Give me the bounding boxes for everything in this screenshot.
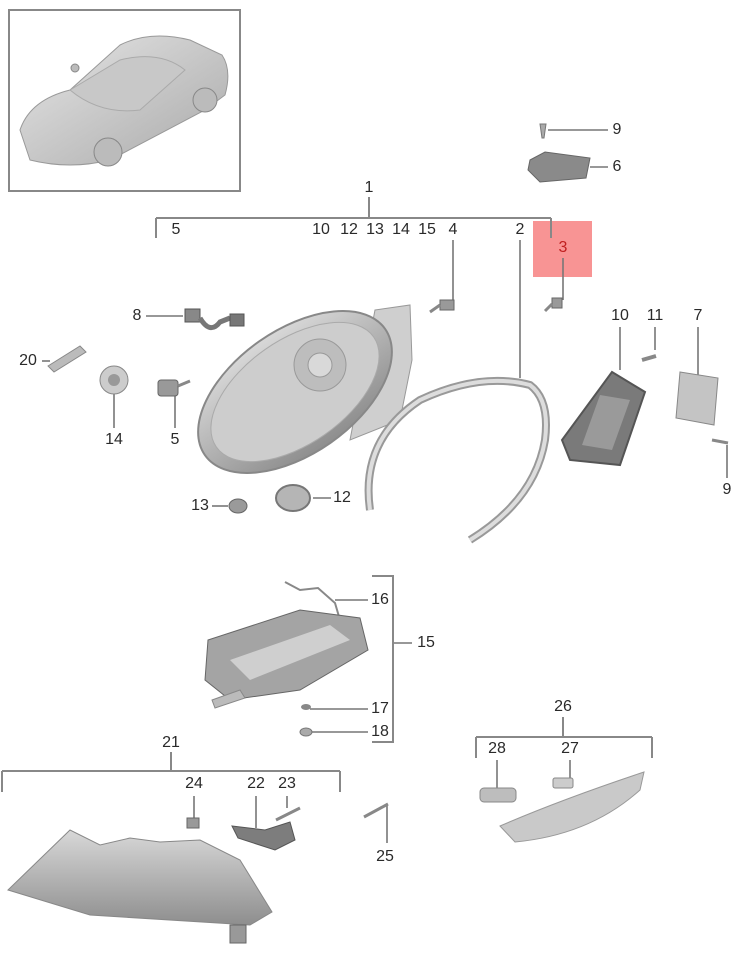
callout-2[interactable]: 2 [515,221,525,238]
bulb-28-icon [479,787,517,803]
bracket-15 [372,575,394,743]
callout-10[interactable]: 10 [312,221,330,238]
callout-27[interactable]: 27 [561,740,579,757]
bulb-4-icon [429,299,455,314]
side-marker-26-icon [499,771,645,843]
callout-1[interactable]: 1 [364,179,374,196]
screw-3-icon [543,297,563,313]
car-icon [19,35,229,167]
callout-24[interactable]: 24 [185,775,203,792]
callout-20[interactable]: 20 [19,352,37,369]
adjuster-frame-15-icon [204,581,369,709]
screw-9-top-icon [539,123,547,139]
callout-4[interactable]: 4 [448,221,458,238]
actuator-5-icon [157,379,191,397]
callout-15[interactable]: 15 [418,221,436,238]
module-6-icon [527,151,591,183]
callout-10-ballast[interactable]: 10 [611,307,629,324]
callout-14-socket[interactable]: 14 [105,431,123,448]
callout-17[interactable]: 17 [371,700,389,717]
callout-11[interactable]: 11 [646,307,664,324]
callout-13[interactable]: 13 [366,221,384,238]
callout-28[interactable]: 28 [488,740,506,757]
callout-23[interactable]: 23 [278,775,296,792]
callout-18[interactable]: 18 [371,723,389,740]
callout-9-top[interactable]: 9 [612,121,622,138]
callout-13-cap[interactable]: 13 [191,497,209,514]
callout-22[interactable]: 22 [247,775,265,792]
callout-21[interactable]: 21 [162,734,180,751]
leader-lines [42,129,728,843]
cap-12-icon [275,484,311,512]
harness-8-icon [184,308,245,331]
nut-18-icon [299,727,313,737]
callout-5[interactable]: 5 [171,221,181,238]
bracket-22-icon [231,821,296,851]
callout-8[interactable]: 8 [132,307,142,324]
callout-12-cap[interactable]: 12 [333,489,351,506]
nut-24-icon [186,817,200,829]
callout-3-highlighted[interactable]: 3 [558,239,568,256]
callout-16[interactable]: 16 [371,591,389,608]
bolt-23-icon [275,806,301,822]
cap-13-icon [228,498,248,514]
ballast-10-icon [560,370,647,467]
callout-9-bottom[interactable]: 9 [722,481,732,498]
screw-17-icon [301,704,311,710]
callout-26[interactable]: 26 [554,698,572,715]
callout-7[interactable]: 7 [693,307,703,324]
module-7-icon [675,371,719,426]
callout-25[interactable]: 25 [376,848,394,865]
tool-20-icon [47,345,87,373]
socket-14-icon [99,365,129,395]
bracket-26 [475,717,653,758]
callout-6[interactable]: 6 [612,158,622,175]
bracket-1 [155,197,552,238]
screw-9-bottom-icon [711,438,729,445]
callout-5-actuator[interactable]: 5 [170,431,180,448]
callout-14[interactable]: 14 [392,221,410,238]
drl-21-icon [7,829,273,944]
headlight-housing-icon [197,304,413,474]
bolt-25-icon [363,802,389,819]
bulb-27-icon [552,777,574,789]
bracket-21 [1,752,341,792]
screw-11-icon [641,354,657,362]
callout-15-frame[interactable]: 15 [417,634,435,651]
trim-ring-2-icon [364,376,550,544]
callout-12[interactable]: 12 [340,221,358,238]
